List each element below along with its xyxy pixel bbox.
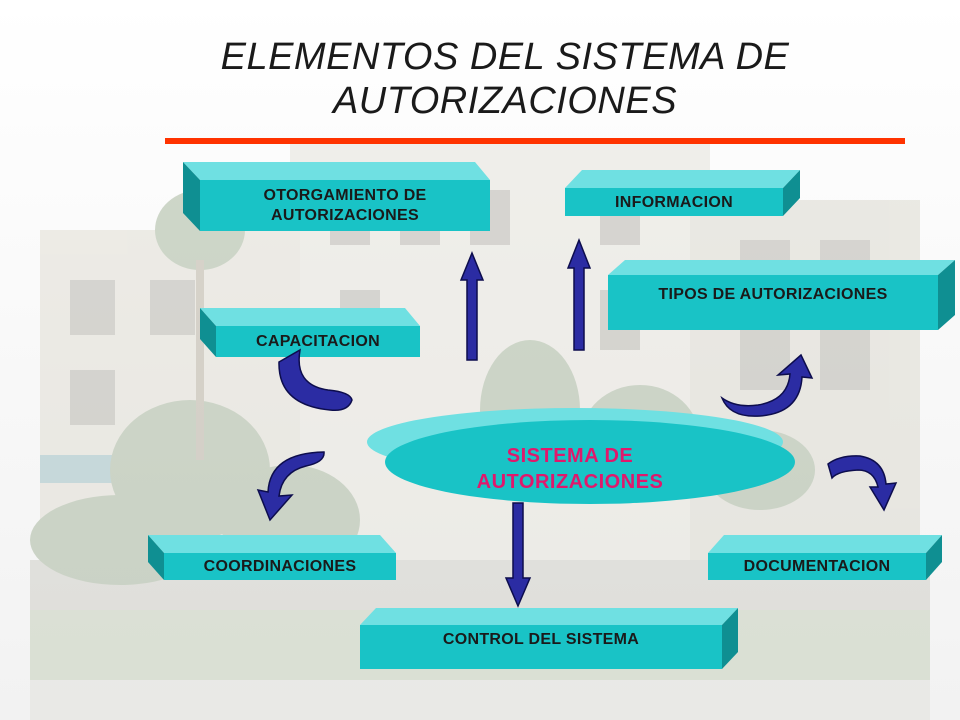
box-documentacion — [708, 535, 942, 580]
box-documentacion-label: DOCUMENTACION — [743, 558, 891, 575]
down-arrow — [504, 502, 532, 608]
box-coordinaciones — [148, 535, 396, 580]
up-arrow-left — [459, 251, 485, 361]
box-capacitacion — [200, 308, 420, 357]
title-underline — [165, 138, 905, 144]
curved-arrow-tipos — [720, 353, 814, 417]
center-ellipse — [367, 408, 795, 504]
box-coordinaciones-label: COORDINACIONES — [203, 558, 357, 575]
curved-arrow-documentacion — [827, 455, 898, 512]
box-informacion — [565, 170, 800, 216]
box-otorgamiento — [183, 162, 490, 231]
box-control — [360, 608, 738, 669]
center-label-line-2: AUTORIZACIONES — [476, 471, 664, 493]
box-otorgamiento-label-1: OTORGAMIENTO DE — [263, 187, 427, 204]
box-tipos — [608, 260, 955, 330]
box-tipos-label: TIPOS DE AUTORIZACIONES — [658, 286, 888, 303]
box-otorgamiento-label-2: AUTORIZACIONES — [271, 207, 419, 224]
box-capacitacion-label: CAPACITACION — [256, 333, 380, 350]
page-title-line-2: AUTORIZACIONES — [332, 80, 678, 122]
curved-arrow-capacitacion — [278, 348, 353, 412]
up-arrow-right — [566, 237, 592, 351]
page-title-line-1: ELEMENTOS DEL SISTEMA DE — [220, 36, 790, 78]
curved-arrow-coordinaciones — [256, 451, 325, 522]
box-control-label: CONTROL DEL SISTEMA — [442, 631, 640, 648]
center-label: SISTEMA DE AUTORIZACIONES — [420, 443, 720, 495]
box-informacion-label: INFORMACION — [615, 194, 733, 211]
center-label-line-1: SISTEMA DE — [506, 445, 634, 467]
